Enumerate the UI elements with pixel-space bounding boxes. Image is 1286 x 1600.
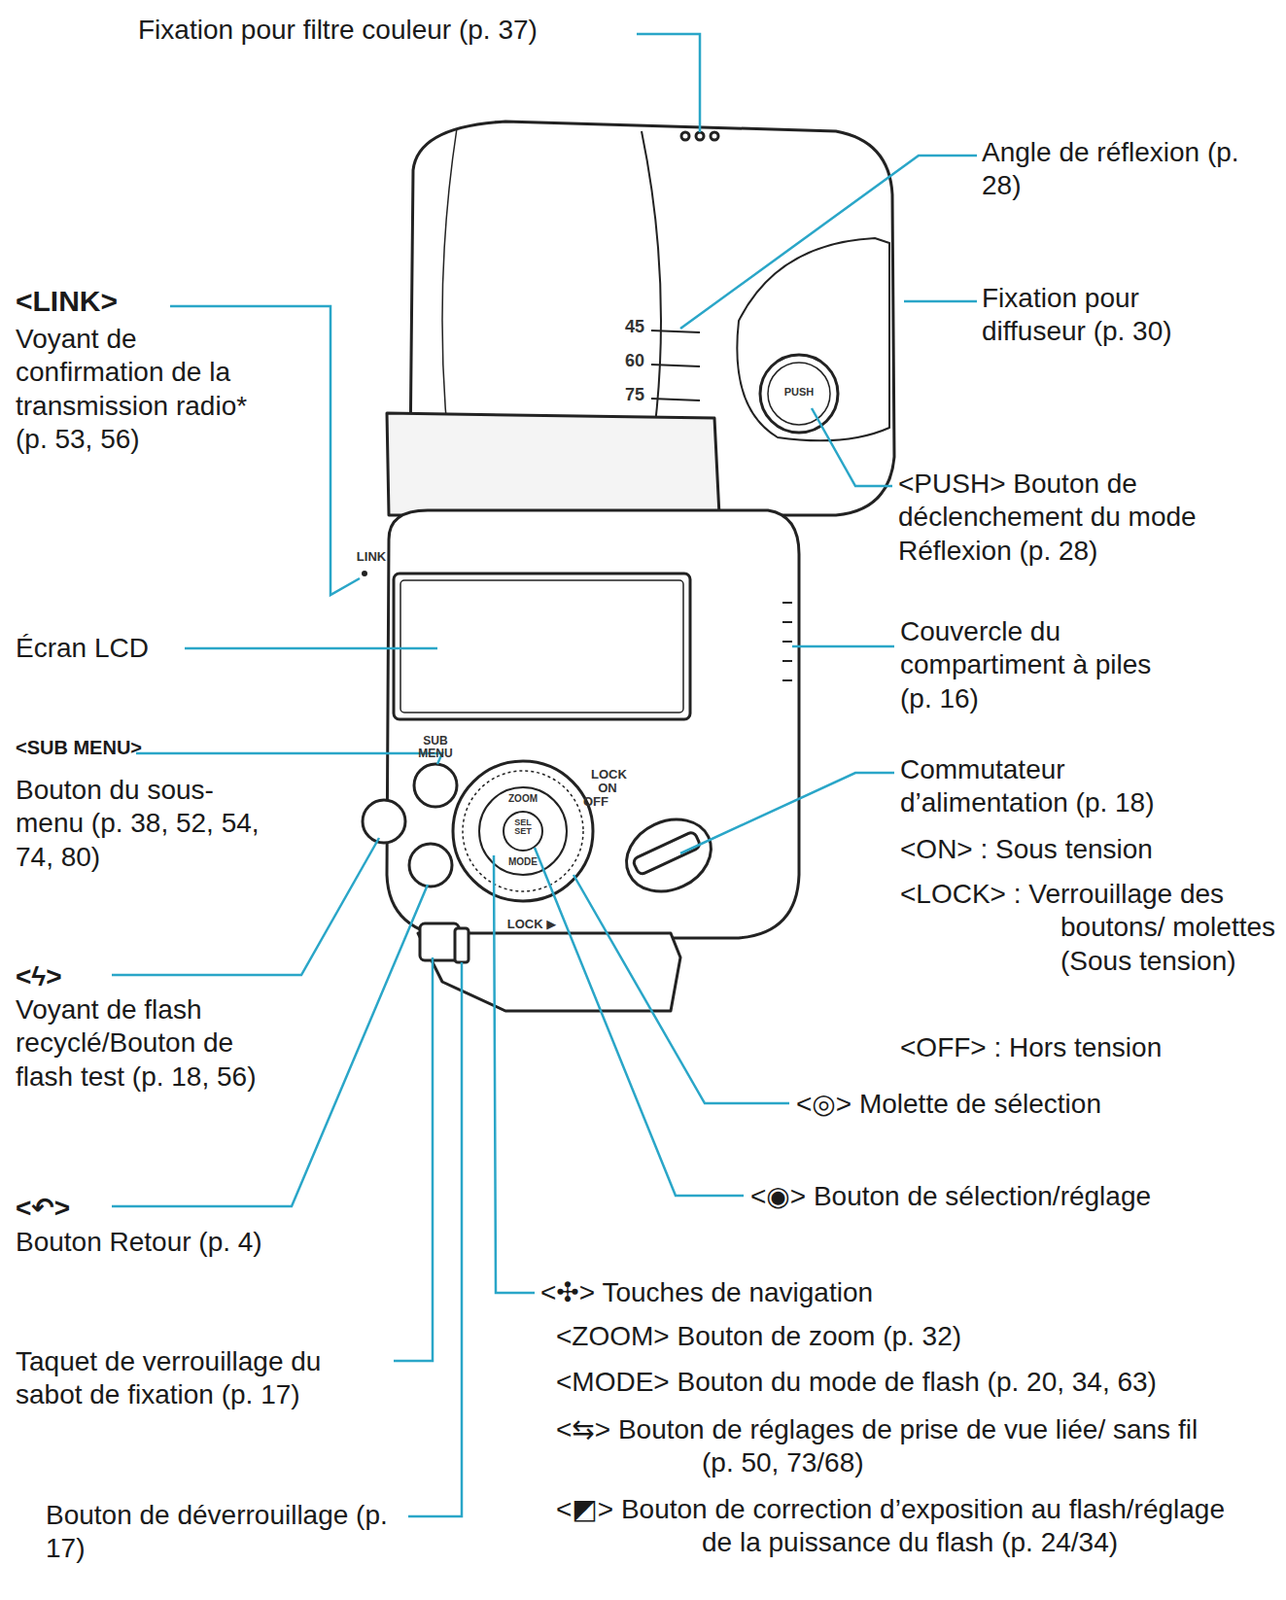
dial-grip — [462, 770, 584, 892]
leader-line — [534, 847, 744, 1196]
part-label: Bouton de déverrouillage (p. 17) — [45, 1498, 396, 1566]
panel-marking: OFF — [579, 795, 613, 809]
leader-line — [408, 962, 462, 1517]
part-label: <ZOOM> Bouton de zoom (p. 32) — [556, 1320, 1237, 1354]
set-button — [503, 811, 543, 851]
part-label: Fixation pour diffuseur (p. 30) — [981, 281, 1235, 349]
setting-label: <OFF> : Hors tension — [900, 1031, 1270, 1065]
setting-label: <ON> : Sous tension — [900, 833, 1270, 867]
flash-panel — [386, 413, 720, 516]
part-label: <◩> Bouton de correction d’exposition au… — [556, 1493, 1237, 1561]
release-button — [454, 928, 469, 963]
select-dial — [452, 761, 593, 902]
button-name: <↶> — [15, 1191, 133, 1225]
part-label: Voyant de flash recyclé/Bouton de flash … — [15, 993, 293, 1094]
panel-marking: MODE — [503, 857, 543, 869]
part-label: Couvercle du compartiment à piles (p. 16… — [900, 615, 1182, 716]
part-label: <◉> Bouton de sélection/réglage — [750, 1180, 1276, 1214]
part-label: Bouton du sous-menu (p. 38, 52, 54, 74, … — [15, 773, 271, 874]
part-label: Voyant de confirmation de la transmissio… — [15, 322, 279, 457]
link-lamp — [361, 570, 368, 577]
panel-marking: PUSH — [779, 386, 819, 399]
part-label: <⇆> Bouton de réglages de prise de vue l… — [556, 1413, 1227, 1481]
leader-line — [811, 408, 893, 487]
part-label: <✣> Touches de navigation — [540, 1276, 1124, 1310]
part-label: <◎> Molette de sélection — [796, 1087, 1263, 1121]
leader-line — [573, 874, 790, 1104]
leader-line — [792, 645, 895, 649]
battery-ribs — [782, 602, 793, 681]
part-label: <PUSH> Bouton de déclenchement du mode R… — [898, 467, 1234, 568]
panel-marking: LOCK ON — [590, 767, 625, 795]
part-label: Écran LCD — [15, 631, 210, 665]
angle-marks — [651, 330, 700, 401]
filter-mount — [681, 132, 690, 140]
leader-line — [184, 647, 438, 651]
return-button — [409, 843, 452, 887]
lcd-screen — [393, 573, 691, 720]
setting-label: <LOCK> : Verrouillage des boutons/ molet… — [900, 877, 1280, 978]
power-switch — [614, 805, 723, 904]
leader-line — [903, 300, 977, 304]
part-label: Commutateur d’alimentation (p. 18) — [900, 753, 1192, 821]
panel-marking: SUB MENU — [413, 734, 458, 760]
part-label: Fixation pour filtre couleur (p. 37) — [138, 13, 683, 47]
power-lever — [631, 831, 701, 876]
angle-value: 45 — [618, 317, 652, 337]
angle-value: 60 — [618, 351, 652, 371]
button-name: <ϟ> — [15, 960, 133, 994]
part-label: Taquet de verrouillage du sabot de fixat… — [15, 1345, 376, 1413]
part-label: Angle de réflexion (p. 28) — [981, 136, 1245, 204]
angle-value: 75 — [618, 385, 652, 405]
part-label: <MODE> Bouton du mode de flash (p. 20, 3… — [556, 1365, 1276, 1399]
lock-lever — [419, 923, 459, 961]
filter-mount — [695, 132, 704, 140]
leader-line — [170, 306, 360, 595]
push-button — [760, 354, 838, 433]
panel-marking: ZOOM — [503, 794, 543, 805]
leader-line — [680, 772, 895, 854]
button-name: <SUB MENU> — [15, 735, 172, 761]
leader-line — [136, 753, 443, 765]
flash-button — [362, 799, 406, 843]
button-name: <LINK> — [15, 283, 210, 320]
leader-line — [111, 837, 380, 975]
filter-mount — [710, 132, 719, 140]
panel-marking: LOCK ▶ — [497, 917, 566, 932]
flash-body — [386, 510, 800, 939]
panel-marking: SEL SET — [509, 818, 537, 837]
panel-marking: LINK — [349, 550, 393, 564]
leader-line — [636, 34, 700, 133]
submenu-button — [414, 764, 457, 807]
lcd-inner — [400, 580, 684, 713]
leader-line — [680, 155, 977, 329]
part-label: Bouton Retour (p. 4) — [15, 1225, 366, 1259]
leader-line — [393, 957, 433, 1361]
nav-ring — [479, 787, 567, 875]
push-button-ring — [767, 362, 831, 425]
